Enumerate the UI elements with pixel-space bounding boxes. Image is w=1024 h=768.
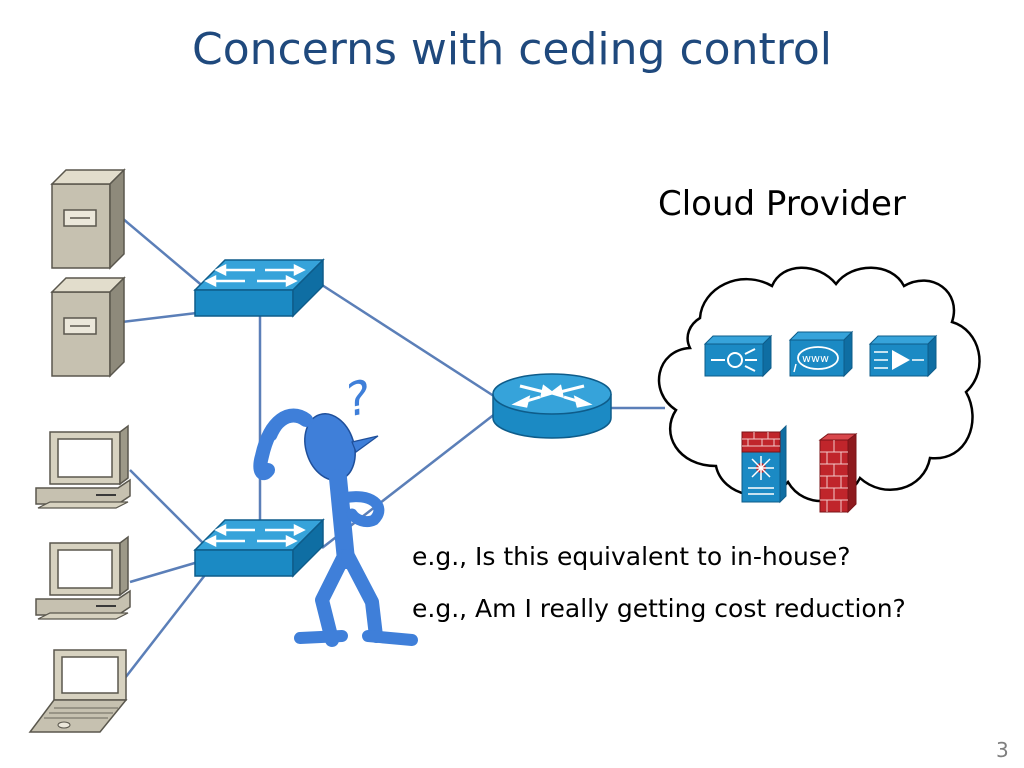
load-balancer-icon xyxy=(703,334,773,378)
switch-icon xyxy=(193,258,325,318)
accelerator-icon xyxy=(868,334,938,378)
cloud-icon xyxy=(657,266,981,503)
network-links xyxy=(121,217,665,679)
laptop-icon xyxy=(28,649,128,733)
svg-text:www: www xyxy=(802,352,829,365)
desktop-computer-icon xyxy=(35,535,131,620)
desktop-computer-icon xyxy=(35,424,131,509)
svg-text:?: ? xyxy=(340,369,375,427)
firewall-icon xyxy=(818,433,858,514)
server-icon xyxy=(50,276,126,378)
slide-title: Concerns with ceding control xyxy=(192,24,832,75)
concern-bullet-2: e.g., Am I really getting cost reduction… xyxy=(412,594,906,623)
confused-person-icon: ? xyxy=(253,369,418,647)
router-icon xyxy=(492,373,612,439)
web-server-icon: www xyxy=(788,330,854,378)
cloud-provider-label: Cloud Provider xyxy=(658,184,906,224)
layer3-switch-icon xyxy=(741,424,787,504)
switch-icon xyxy=(193,518,325,578)
server-icon xyxy=(50,168,126,270)
concern-bullet-1: e.g., Is this equivalent to in-house? xyxy=(412,542,851,571)
page-number: 3 xyxy=(996,738,1009,762)
